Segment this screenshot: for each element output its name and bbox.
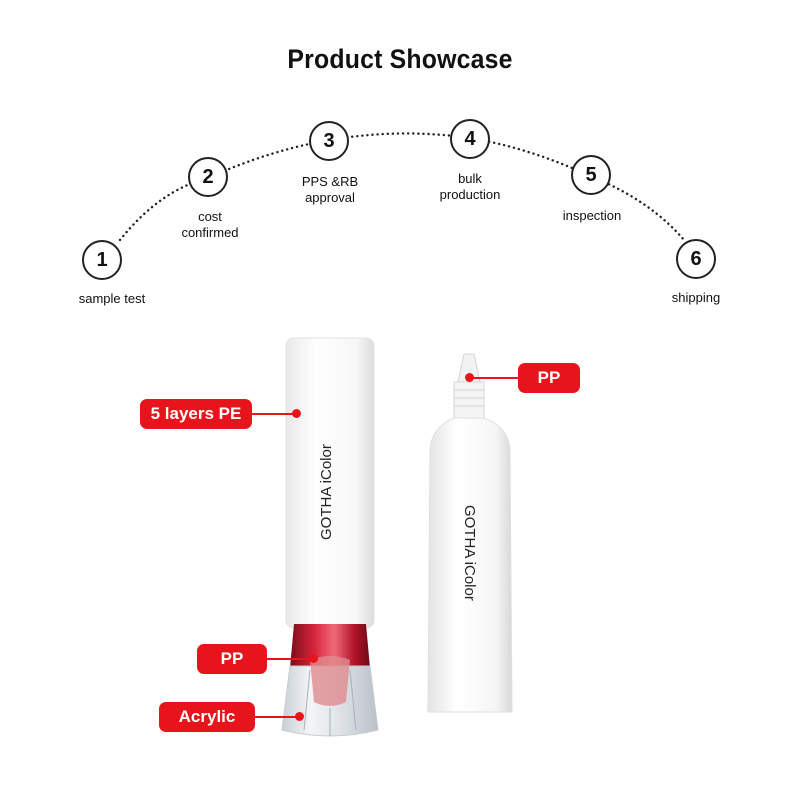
callout-pp-cap: PP [197,644,267,674]
callout-dot [465,373,474,382]
callout-leader-line [267,658,313,660]
callout-leader-line [255,716,299,718]
callout-leader-line [472,377,518,379]
step-6-circle: 6 [676,239,716,279]
callout-dot [309,654,318,663]
callout-pp-nozzle: PP [518,363,580,393]
page-title: Product Showcase [287,44,513,74]
step-4-circle: 4 [450,119,490,159]
step-5-label: inspection [562,208,622,223]
callout-acrylic: Acrylic [159,702,255,732]
step-4-label: bulk production [439,171,501,202]
left-brand-logo: GOTHA iColor [318,444,335,540]
step-1-circle: 1 [82,240,122,280]
step-2-label: cost confirmed [181,209,239,240]
step-5-circle: 5 [571,155,611,195]
callout-leader-line [252,413,296,415]
right-product-image [427,353,513,713]
callout-5-layers-pe: 5 layers PE [140,399,252,429]
right-brand-logo: GOTHA iColor [461,505,478,601]
step-6-label: shipping [671,290,721,305]
callout-dot [295,712,304,721]
step-1-label: sample test [78,291,146,306]
step-3-label: PPS &RB approval [301,174,359,205]
step-3-circle: 3 [309,121,349,161]
left-product-image [281,337,379,737]
step-2-circle: 2 [188,157,228,197]
callout-dot [292,409,301,418]
